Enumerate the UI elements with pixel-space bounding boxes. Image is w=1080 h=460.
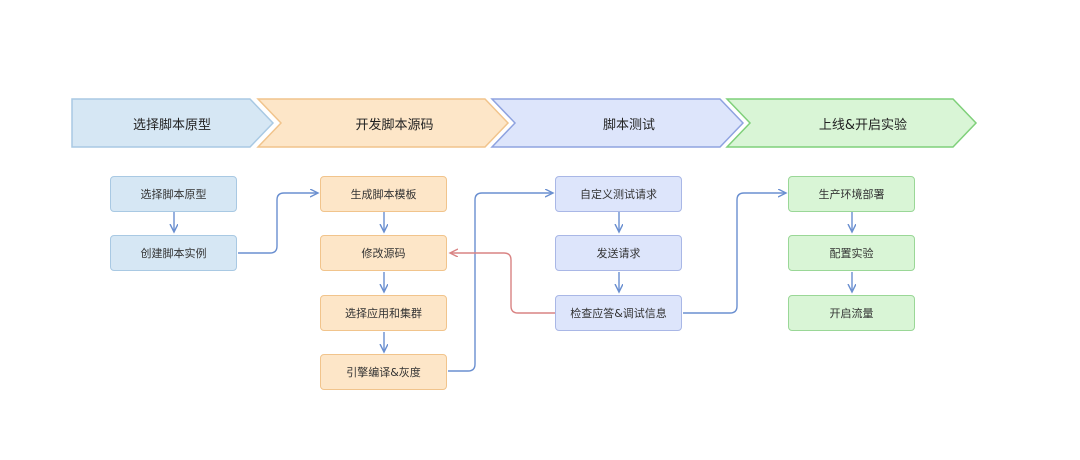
node-compile-gray: 引擎编译&灰度 <box>320 354 447 390</box>
node-select-prototype: 选择脚本原型 <box>110 176 237 212</box>
node-select-app-cluster: 选择应用和集群 <box>320 295 447 331</box>
node-custom-request: 自定义测试请求 <box>555 176 682 212</box>
phase-label-4: 上线&开启实验 <box>818 117 908 133</box>
phase-chevron-1 <box>71 98 275 148</box>
node-generate-template: 生成脚本模板 <box>320 176 447 212</box>
node-open-traffic: 开启流量 <box>788 295 915 331</box>
node-create-instance: 创建脚本实例 <box>110 235 237 271</box>
node-modify-source: 修改源码 <box>320 235 447 271</box>
phase-label-1: 选择脚本原型 <box>132 117 211 133</box>
phase-chevron-2 <box>256 98 510 148</box>
node-config-experiment: 配置实验 <box>788 235 915 271</box>
node-send-request: 发送请求 <box>555 235 682 271</box>
connector-col2-to-col3 <box>448 193 552 372</box>
connector-col1-to-col2 <box>238 193 317 254</box>
feedback-connector <box>451 253 555 314</box>
node-prod-deploy: 生产环境部署 <box>788 176 915 212</box>
phase-chevron-3 <box>490 98 745 148</box>
phase-label-2: 开发脚本源码 <box>355 117 434 133</box>
phase-label-3: 脚本测试 <box>602 117 655 133</box>
connector-col3-to-col4 <box>683 193 785 314</box>
node-check-response: 检查应答&调试信息 <box>555 295 682 331</box>
phase-chevron-4 <box>725 98 978 148</box>
